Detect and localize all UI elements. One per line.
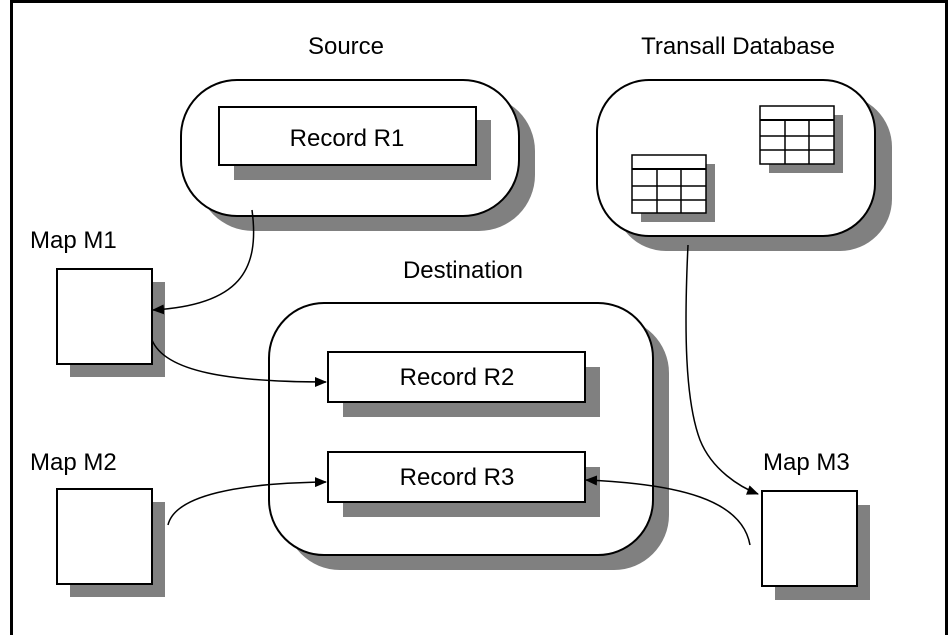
record-r1-label: Record R1 xyxy=(290,125,405,152)
destination-title: Destination xyxy=(403,257,523,284)
diagram-frame xyxy=(10,0,948,635)
database-table-icon xyxy=(631,154,715,222)
record-r2-label: Record R2 xyxy=(400,364,515,391)
map-m2: Map M2 xyxy=(30,449,165,597)
record-r3-label: Record R3 xyxy=(400,464,515,491)
map-m1: Map M1 xyxy=(30,227,165,377)
connector-m3-to-r3 xyxy=(585,475,751,546)
map-m1-label: Map M1 xyxy=(30,227,117,254)
map-m2-label: Map M2 xyxy=(30,449,117,476)
record-r1: Record R1 xyxy=(218,106,491,180)
record-r2: Record R2 xyxy=(327,351,600,417)
connector-m1-to-r2 xyxy=(151,339,327,387)
connector-database-to-m3 xyxy=(685,244,759,495)
database-title: Transall Database xyxy=(641,33,835,60)
source-title: Source xyxy=(308,33,384,60)
connector-m2-to-r3 xyxy=(167,477,327,526)
map-m3-label: Map M3 xyxy=(763,449,850,476)
source-container: Source Record R1 xyxy=(180,33,535,231)
database-container: Transall Database xyxy=(596,33,892,251)
record-r3: Record R3 xyxy=(327,451,600,517)
database-table-icon xyxy=(759,105,843,173)
connector-source-to-m1 xyxy=(152,209,255,315)
destination-container: Destination Record R2 Record R3 xyxy=(268,257,669,570)
map-m3: Map M3 xyxy=(761,449,870,600)
